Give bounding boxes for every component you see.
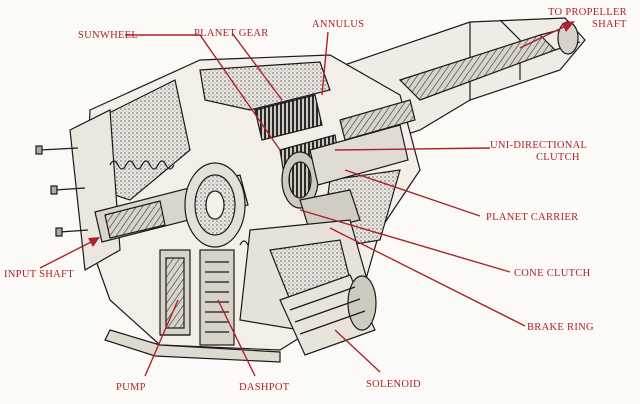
leader-cone-clutch bbox=[299, 209, 511, 273]
leader-input-shaft bbox=[39, 239, 96, 269]
label-planet-carrier: PLANET CARRIER bbox=[486, 212, 578, 223]
leader-sunwheel bbox=[125, 34, 281, 151]
label-solenoid: SOLENOID bbox=[366, 379, 421, 390]
label-dashpot: DASHPOT bbox=[239, 382, 290, 393]
solenoid-part bbox=[279, 274, 377, 356]
cone-clutch-part bbox=[184, 162, 246, 248]
label-cone-clutch: CONE CLUTCH bbox=[514, 268, 591, 279]
pump-part bbox=[159, 249, 191, 336]
leader-planet-carrier bbox=[344, 169, 481, 217]
leader-uni-directional bbox=[334, 147, 491, 151]
flange-bolt bbox=[55, 227, 89, 237]
leader-brake-ring bbox=[329, 227, 526, 327]
leader-solenoid bbox=[334, 329, 381, 373]
part-labels: SUNWHEEL PLANET GEAR ANNULUS TO PROPELLE… bbox=[4, 7, 627, 393]
leader-annulus bbox=[321, 31, 329, 96]
leader-propeller-arrow bbox=[519, 23, 571, 49]
flange-bolt bbox=[35, 145, 79, 155]
label-to-propeller-shaft: SHAFT bbox=[592, 19, 627, 30]
label-to-propeller: TO PROPELLER bbox=[548, 7, 627, 18]
label-uni-directional: UNI-DIRECTIONAL bbox=[490, 140, 587, 151]
flange-bolt bbox=[50, 185, 86, 195]
label-pump: PUMP bbox=[116, 382, 146, 393]
input-arrowhead bbox=[88, 237, 100, 247]
leader-planet-gear bbox=[231, 32, 283, 101]
gear-train bbox=[254, 94, 416, 233]
base-plate bbox=[104, 329, 281, 363]
leader-lines bbox=[39, 21, 575, 377]
label-brake-ring: BRAKE RING bbox=[527, 322, 594, 333]
label-annulus: ANNULUS bbox=[312, 19, 364, 30]
front-flange bbox=[35, 109, 121, 271]
label-uni-directional-clutch: CLUTCH bbox=[536, 152, 580, 163]
dashpot-part bbox=[199, 249, 235, 346]
leader-dashpot bbox=[217, 299, 256, 377]
leader-pump bbox=[144, 299, 179, 377]
label-input-shaft: INPUT SHAFT bbox=[4, 269, 74, 280]
label-planet-gear: PLANET GEAR bbox=[194, 28, 269, 39]
label-sunwheel: SUNWHEEL bbox=[78, 30, 138, 41]
propeller-arrowhead bbox=[562, 21, 575, 32]
